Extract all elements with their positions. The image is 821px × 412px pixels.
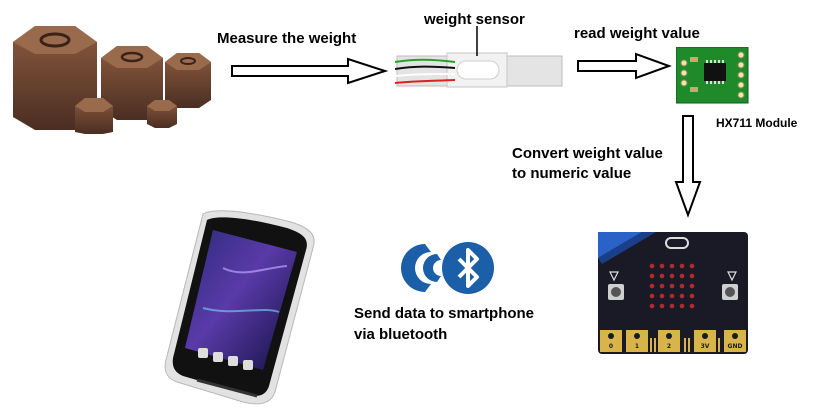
smartphone-illustration <box>164 210 315 405</box>
pin-label-0: 0 <box>609 343 613 350</box>
arrow-down-icon <box>674 115 702 218</box>
convert-label-line1: Convert weight value <box>512 145 663 162</box>
arrow-right-icon <box>231 57 388 85</box>
send-label-line2: via bluetooth <box>354 326 448 343</box>
pin-label-1: 1 <box>635 343 639 350</box>
bluetooth-icon <box>401 242 494 294</box>
module-label: HX711 Module <box>716 116 798 130</box>
microbit-board: 0 1 2 3V GND <box>598 232 748 354</box>
read-label: read weight value <box>574 25 700 42</box>
sensor-leader-line <box>476 26 478 56</box>
convert-label-line2: to numeric value <box>512 165 632 182</box>
measure-label: Measure the weight <box>217 30 357 47</box>
hx711-module <box>676 47 749 104</box>
load-cell-sensor <box>395 52 563 88</box>
pin-label-gnd: GND <box>728 343 743 350</box>
sensor-label: weight sensor <box>424 11 525 28</box>
send-label-line1: Send data to smartphone <box>354 305 535 322</box>
arrow-right-icon <box>577 52 672 80</box>
pin-label-3v: 3V <box>701 343 710 350</box>
weights-illustration <box>13 26 211 134</box>
pin-label-2: 2 <box>667 343 671 350</box>
